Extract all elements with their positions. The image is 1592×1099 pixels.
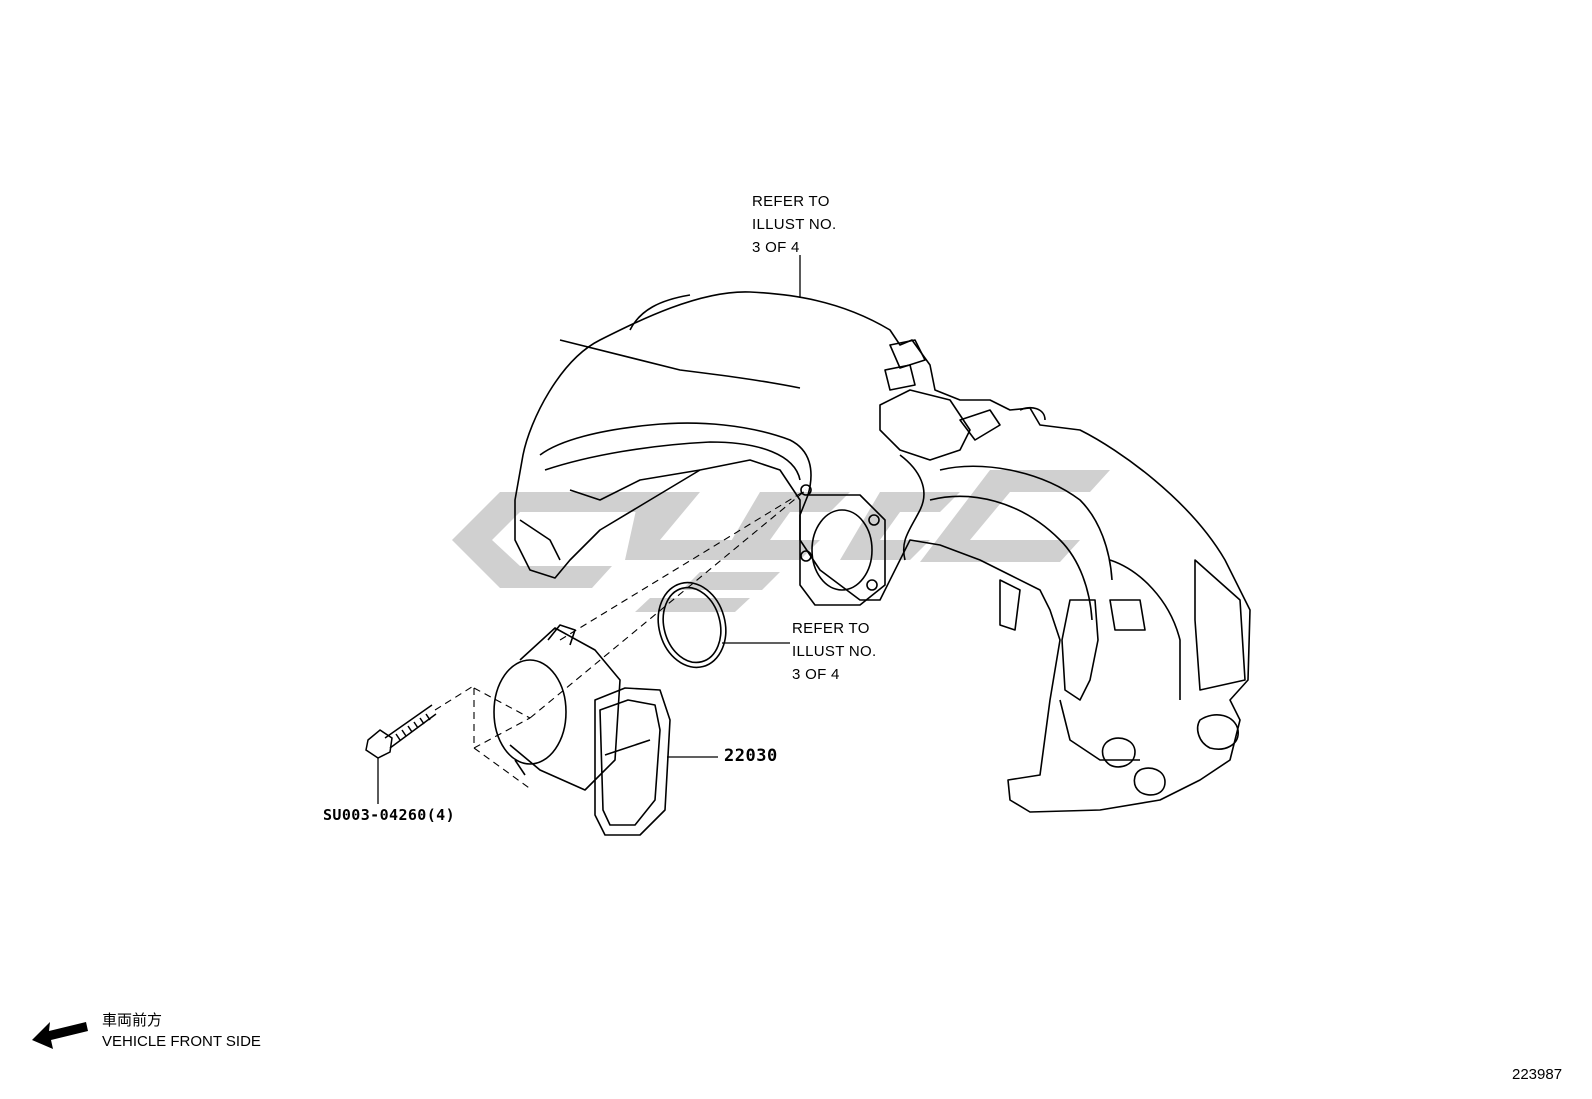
gasket-reference-line-1: REFER TO — [792, 620, 870, 637]
front-direction-legend: 車両前方 VEHICLE FRONT SIDE — [102, 1010, 261, 1052]
throttle-body — [493, 624, 671, 836]
manifold-reference-line-2: ILLUST NO. — [752, 216, 837, 233]
gasket-reference-line-2: ILLUST NO. — [792, 643, 877, 660]
front-arrow-icon — [32, 1022, 88, 1049]
gasket — [657, 581, 727, 669]
manifold-reference-line-3: 3 OF 4 — [752, 239, 800, 256]
watermark-logo — [452, 470, 1110, 612]
gasket-reference-line-3: 3 OF 4 — [792, 666, 840, 683]
manifold-reference-label: REFER TO ILLUST NO. 3 OF 4 — [752, 190, 836, 259]
throttle-body-part-number: 22030 — [724, 746, 778, 766]
legend-english-text: VEHICLE FRONT SIDE — [102, 1033, 261, 1050]
bolt-part-number: SU003-04260(4) — [323, 806, 456, 824]
leader-lines — [377, 255, 801, 804]
intake-manifold — [514, 291, 1251, 813]
bolt — [365, 704, 437, 759]
assembly-dashed-lines — [434, 489, 807, 791]
manifold-reference-line-1: REFER TO — [752, 193, 830, 210]
gasket-reference-label: REFER TO ILLUST NO. 3 OF 4 — [792, 617, 876, 686]
illustration-number: 223987 — [1512, 1066, 1563, 1083]
legend-japanese-text: 車両前方 — [102, 1012, 163, 1029]
